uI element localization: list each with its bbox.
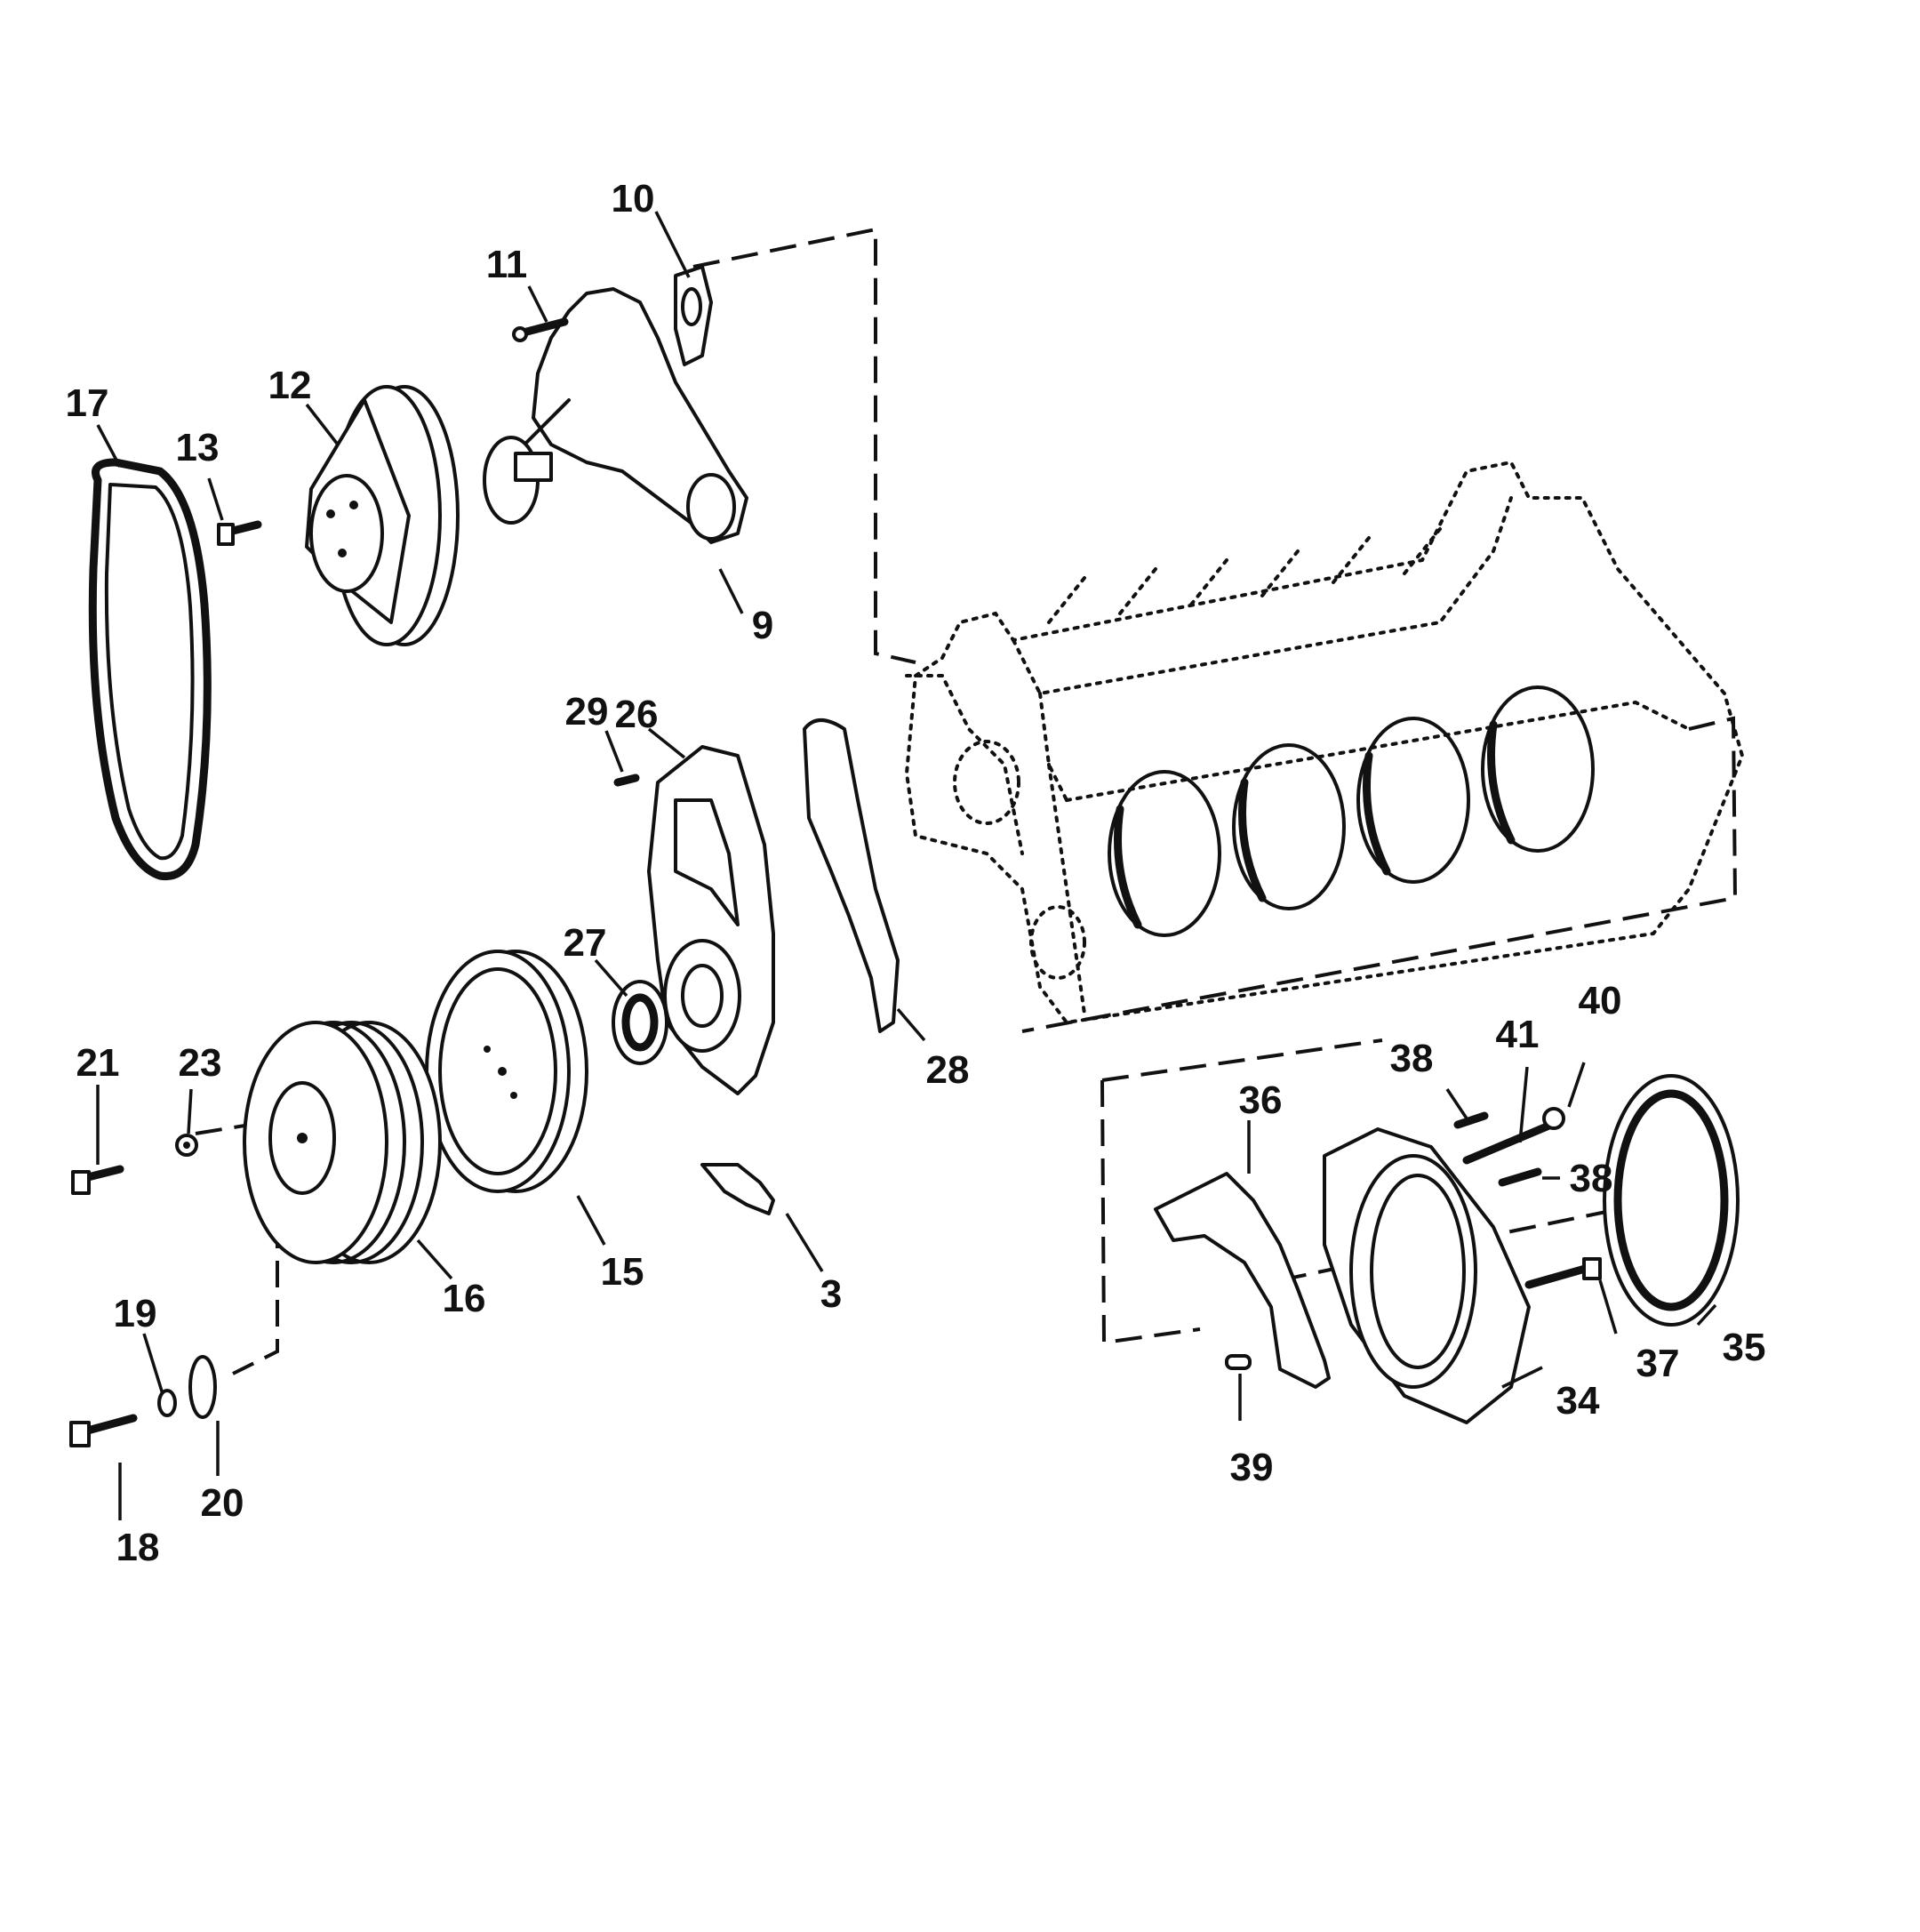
- callout-labels: 9 10 11 12 13 17 26 29 27 28 15 16 3 21 …: [66, 177, 1766, 1569]
- callout-38-lower: 38: [1570, 1157, 1613, 1200]
- callout-28: 28: [926, 1048, 970, 1092]
- callout-34: 34: [1556, 1379, 1600, 1423]
- callout-21: 21: [76, 1041, 120, 1085]
- pulley-bolt: [71, 1165, 124, 1195]
- leader-lines: [96, 211, 1717, 1520]
- callout-40: 40: [1579, 979, 1622, 1022]
- callout-29: 29: [565, 690, 609, 734]
- rear-main-seal: [1603, 1074, 1740, 1327]
- phantom-line-block-lower: [1021, 716, 1738, 1033]
- timing-cover-gasket: [803, 718, 900, 1033]
- callout-13: 13: [176, 426, 220, 469]
- callout-23: 23: [179, 1041, 222, 1085]
- callout-9: 9: [752, 604, 773, 647]
- engine-block: [904, 460, 1745, 1025]
- callout-17: 17: [66, 381, 109, 425]
- lock-washer-small: [175, 1134, 198, 1157]
- callout-18: 18: [116, 1526, 160, 1569]
- retainer-nut: [1542, 1107, 1565, 1130]
- crankshaft-pulley: [243, 1021, 442, 1264]
- callout-37: 37: [1636, 1342, 1680, 1385]
- rear-seal-gasket: [1154, 1172, 1331, 1389]
- callout-27: 27: [564, 921, 607, 965]
- rear-main-seal-retainer: [1323, 1127, 1531, 1424]
- timing-cover: [647, 745, 775, 1095]
- pulley-screw: [217, 520, 262, 546]
- phantom-line-pump: [692, 227, 916, 664]
- callout-19: 19: [114, 1292, 157, 1335]
- callout-3: 3: [820, 1272, 842, 1316]
- callout-36: 36: [1239, 1078, 1283, 1122]
- callout-10: 10: [612, 177, 655, 220]
- callout-20: 20: [201, 1481, 244, 1525]
- timing-cover-screw: [613, 774, 640, 787]
- retainer-screw-lower: [1498, 1167, 1542, 1187]
- timing-pointer: [700, 1163, 775, 1215]
- water-pump-pulley: [305, 385, 460, 646]
- lock-washer: [157, 1389, 177, 1417]
- retainer-screw-upper: [1453, 1111, 1489, 1129]
- harmonic-balancer: [425, 950, 588, 1193]
- callout-39: 39: [1230, 1446, 1274, 1489]
- dowel-pin: [1225, 1354, 1252, 1370]
- callout-11: 11: [486, 243, 528, 286]
- retainer-stud: [1462, 1120, 1556, 1165]
- callout-15: 15: [601, 1250, 644, 1294]
- retainer-bolt: [1524, 1257, 1602, 1289]
- balancer-washer: [188, 1355, 217, 1419]
- water-pump-bolt: [512, 317, 569, 342]
- water-pump: [523, 287, 748, 544]
- water-pump-gasket: [674, 265, 713, 366]
- callout-26: 26: [615, 693, 659, 736]
- drive-belt: [88, 458, 212, 881]
- callout-38-upper: 38: [1390, 1037, 1434, 1080]
- water-pump-shaft-hub: [483, 436, 553, 525]
- callout-16: 16: [443, 1277, 486, 1320]
- balancer-bolt: [69, 1414, 138, 1447]
- front-oil-seal: [612, 980, 668, 1065]
- callout-41: 41: [1496, 1013, 1540, 1056]
- callout-12: 12: [268, 364, 312, 407]
- callout-35: 35: [1723, 1326, 1766, 1369]
- phantom-line-rear-seal: [1100, 1038, 1383, 1345]
